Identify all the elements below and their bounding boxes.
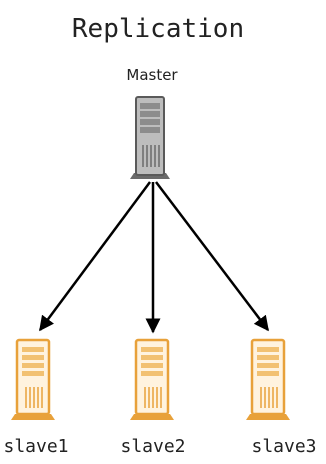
- diagram-title: Replication: [72, 14, 244, 44]
- master-server-icon: [130, 97, 170, 179]
- master-label: Master: [126, 66, 178, 84]
- arrow-to-slave1: [40, 182, 150, 330]
- slave3-label: slave3: [251, 436, 316, 457]
- slave1-label: slave1: [3, 436, 68, 457]
- slave3-server-icon: [246, 340, 290, 420]
- slave2-server-icon: [130, 340, 174, 420]
- slave2-label: slave2: [120, 436, 185, 457]
- arrow-to-slave3: [156, 182, 268, 330]
- slave1-server-icon: [11, 340, 55, 420]
